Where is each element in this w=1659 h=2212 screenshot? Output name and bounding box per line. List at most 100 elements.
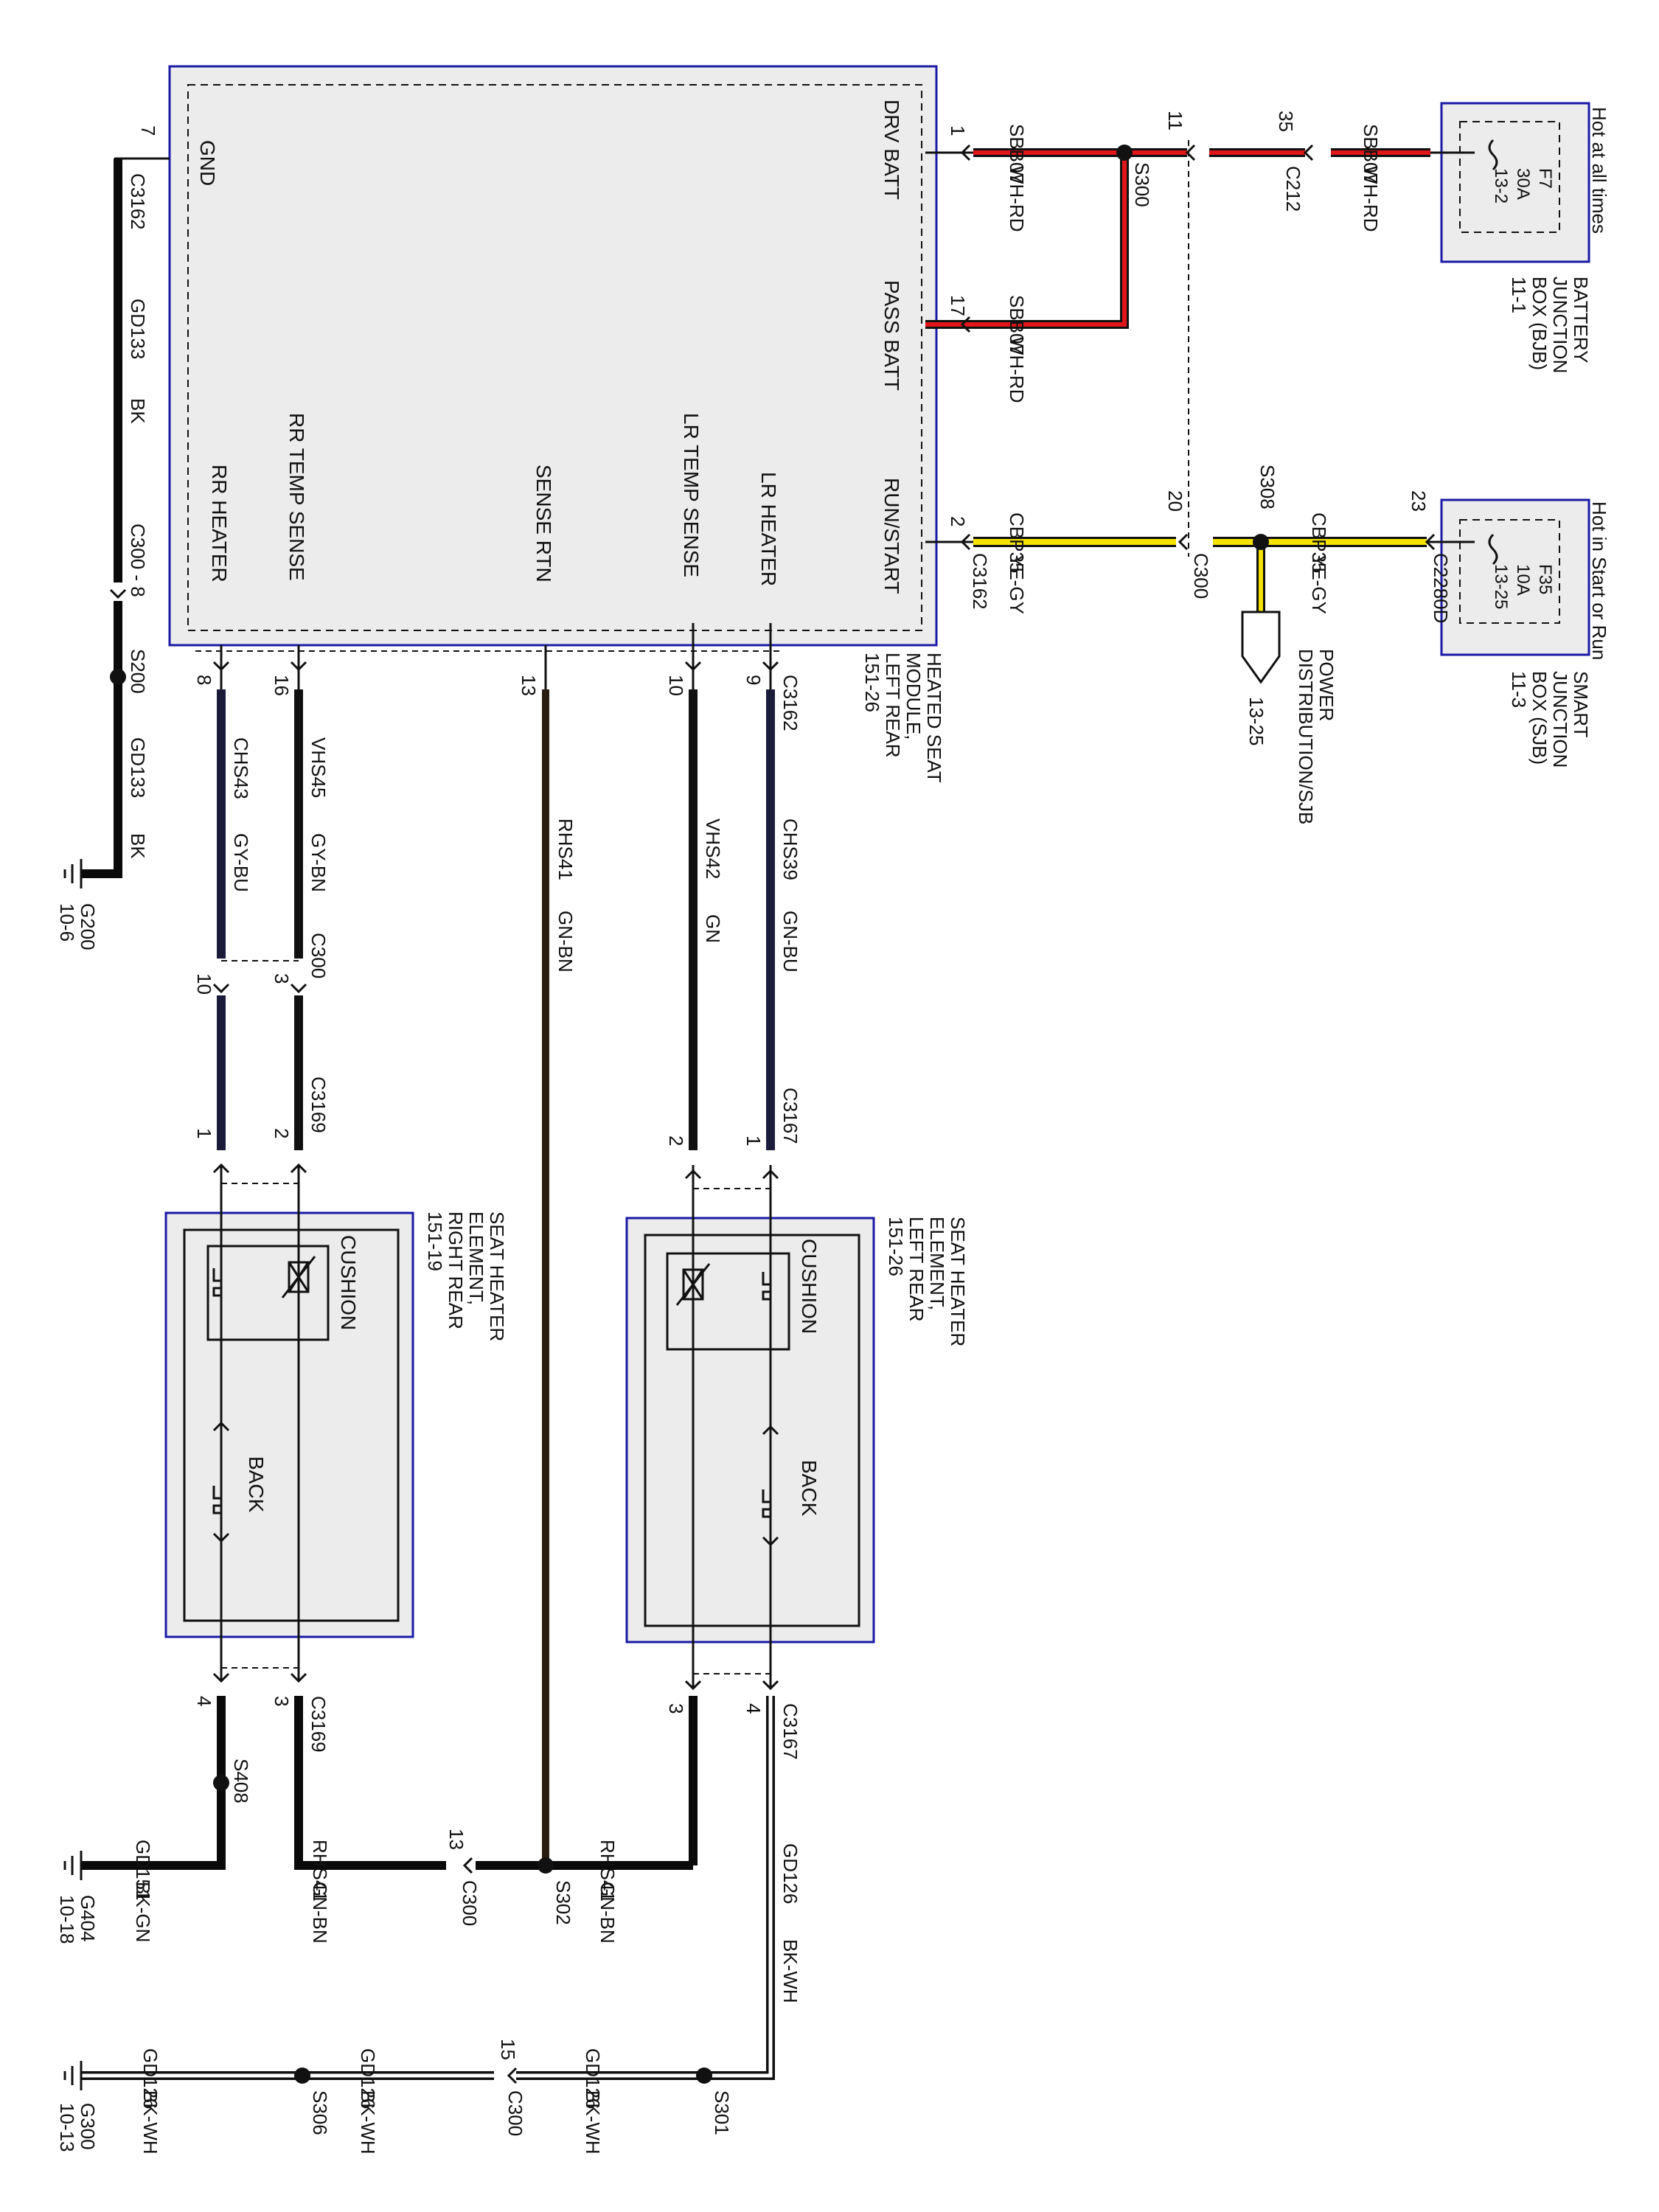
heater-element-icons (212, 1268, 779, 1547)
bjb-hot-label: Hot at all times (1588, 107, 1610, 234)
pin-num-c3167-3: 3 (665, 1703, 687, 1714)
pin-lr-heater-label: LR HEATER (757, 472, 780, 586)
pin-num-m8: 8 (193, 675, 215, 685)
wire-sbb07-pass (925, 153, 1129, 329)
battery-junction-box (1440, 102, 1590, 263)
pin-num-c3169-3: 3 (271, 1696, 293, 1706)
pin-rr-heater-label: RR HEATER (208, 465, 231, 582)
connector-arrows (109, 144, 1436, 2084)
wire-gd126-v-color: BK-WH (779, 1939, 801, 2003)
splice-s306: S306 (309, 2090, 331, 2135)
bjb-fuse-line-3: 13-2 (1491, 168, 1511, 204)
wire-chs43-color: GY-BU (230, 833, 252, 892)
wire-cbp35-sjb-code: CBP35 (1308, 512, 1330, 573)
seat-lr-title-line-1: SEAT HEATER (947, 1217, 969, 1346)
conn-c300-13: C300 (459, 1880, 481, 1926)
module-title-line-2: MODULE, (902, 653, 925, 740)
wire-sbb07-drv-code: SBB07 (1006, 124, 1028, 184)
seat-rr-cushion: CUSHION (337, 1235, 360, 1330)
conn-c3162-lr: C3162 (779, 675, 801, 731)
wire-rhs41-b2-color: GN-BN (597, 1882, 619, 1944)
pin-num-c300-15: 15 (497, 2039, 519, 2060)
wire-sbb07-pass-code: SBB07 (1006, 295, 1028, 355)
pin-num-c300-10: 10 (193, 973, 215, 995)
conn-c300-run: C300 (1190, 553, 1212, 599)
seat-heater-lr (625, 1217, 875, 1644)
conn-c300-mid: C300 (307, 933, 330, 978)
sjb-title-line-2: JUNCTION (1549, 671, 1571, 768)
splice-s301: S301 (711, 2090, 733, 2135)
sjb-hot-label: Hot in Start or Run (1588, 501, 1610, 660)
conn-c3169-lower: C3169 (307, 1696, 330, 1753)
conn-c3162-run: C3162 (969, 553, 991, 610)
wire-gd133 (63, 157, 170, 888)
wire-gd126 (63, 1696, 775, 2090)
seat-lr-title-line-4: 151-26 (885, 1217, 907, 1276)
pin-num-c3169-1: 1 (193, 1128, 215, 1138)
pin-pass-batt-label: PASS BATT (880, 280, 903, 391)
sjb-fuse-line-2: 10A (1513, 564, 1533, 596)
pin-num-gnd: 7 (137, 125, 159, 136)
pin-num-pass: 17 (947, 295, 969, 316)
splice-s200: S200 (127, 649, 149, 694)
seat-lr-back: BACK (798, 1460, 821, 1517)
wire-chs43-code: CHS43 (230, 737, 252, 799)
pin-num-sjb-23: 23 (1408, 490, 1430, 512)
wire-sbb07-drv-color: WH-RD (1006, 166, 1028, 232)
wire-sbb07-pass-color: WH-RD (1006, 337, 1028, 403)
wire-rhs41-color: GN-BN (554, 911, 577, 973)
seat-rr-title-line-1: SEAT HEATER (486, 1211, 508, 1341)
ground-g404-line-2: 10-18 (56, 1895, 78, 1944)
ground-g200-line-1: G200 (77, 903, 99, 950)
power-dist-line-1: POWER (1315, 649, 1338, 721)
module-title-line-3: LEFT REAR (882, 653, 904, 758)
pin-num-c3169-4: 4 (193, 1696, 215, 1706)
wire-gd133-color-2: BK (127, 833, 149, 859)
pin-num-drv: 1 (947, 125, 969, 136)
wire-gd126-b1-code: GD126 (582, 2048, 604, 2109)
seat-rr-back: BACK (245, 1456, 268, 1513)
sjb-fuse-line-3: 13-25 (1491, 564, 1511, 609)
seat-lr-title-line-3: LEFT REAR (905, 1217, 928, 1322)
power-dist-line-2: DISTRIBUTION/SJB (1295, 649, 1317, 824)
thermistor-icons (281, 1256, 711, 1306)
seat-lr-cushion: CUSHION (798, 1239, 821, 1334)
pin-num-c300-11: 11 (1164, 111, 1186, 131)
bjb-title-line-1: BATTERY (1570, 276, 1592, 364)
wire-vhs45-color: GY-BN (307, 833, 330, 892)
wire-gd126-b2-color: BK-WH (357, 2090, 379, 2154)
wire-rhs41-bottom (294, 1696, 698, 1870)
bjb-title-line-3: BOX (BJB) (1528, 276, 1551, 370)
connector-dashes (195, 650, 782, 1674)
pin-rr-temp-sense-label: RR TEMP SENSE (285, 413, 308, 581)
wire-sbb07-bjb-code: SBB07 (1360, 124, 1382, 184)
bjb-fuse-line-1: F7 (1535, 168, 1555, 189)
wire-rhs41-b1-color: GN-BN (309, 1882, 331, 1944)
splice-s408: S408 (230, 1759, 252, 1804)
bjb-fuse-line-2: 30A (1513, 168, 1533, 200)
module-title-line-4: 151-26 (861, 653, 883, 712)
sjb-title-line-3: BOX (SJB) (1528, 671, 1551, 765)
seat-rr-title-line-4: 151-19 (424, 1211, 446, 1271)
splice-s300: S300 (1131, 162, 1153, 207)
seat-rr-title-line-3: RIGHT REAR (445, 1211, 467, 1329)
wire-gd126-b3-color: BK-WH (139, 2090, 161, 2154)
sjb-fuse-line-1: F35 (1535, 564, 1555, 594)
splice-dots (110, 145, 1269, 2084)
wire-gd133-code: GD133 (127, 299, 149, 359)
pin-num-c300-20: 20 (1164, 490, 1186, 512)
ground-g300-line-1: G300 (77, 2103, 99, 2150)
wire-chs39-color: GN-BU (779, 911, 801, 973)
wire-cbp35-sjb-color: YE-GY (1308, 554, 1330, 614)
wire-gd126-v-code: GD126 (779, 1843, 801, 1904)
wire-vhs45-code: VHS45 (307, 737, 330, 798)
pin-lr-temp-sense-label: LR TEMP SENSE (680, 413, 703, 577)
conn-c3169-upper: C3169 (307, 1077, 330, 1133)
wire-gd126-b3-code: GD126 (139, 2048, 161, 2109)
wire-sbb07-bjb-color: WH-RD (1360, 166, 1382, 232)
pin-num-m9: 9 (742, 675, 765, 685)
wire-gd151 (63, 1696, 226, 1880)
conn-c212: C212 (1282, 166, 1304, 212)
pin-num-c3169-2: 2 (271, 1128, 293, 1138)
